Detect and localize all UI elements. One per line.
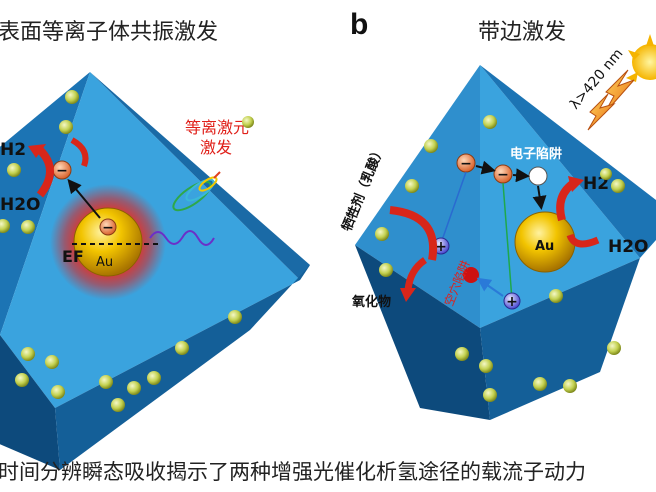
oxide-label: 氧化物: [351, 294, 391, 310]
au-label-b: Au: [535, 239, 554, 254]
panel-b-letter: b: [350, 8, 369, 41]
plasmon-excitation-label-1: 等离激元: [185, 118, 249, 137]
h2o-label-a: H2O: [0, 195, 41, 215]
h2o-label-b: H2O: [608, 237, 649, 257]
cocatalyst-particles-b: [375, 115, 625, 402]
electron-trap-label: 电子陷阱: [510, 146, 562, 162]
au-nanoparticle-a: [73, 207, 143, 277]
hole-2: [503, 292, 521, 310]
hole-sign: +: [506, 294, 518, 310]
electron-sign: −: [56, 163, 68, 179]
fermi-level-label: EF: [62, 247, 84, 266]
hot-electron-au: [99, 218, 117, 236]
light-source-icon: [587, 34, 656, 131]
h2o-to-h2-arrow: [36, 147, 54, 198]
electron-transfer-arrow: [67, 178, 101, 219]
hole-sign: +: [435, 239, 447, 255]
cocatalyst-particles-a: [0, 90, 254, 412]
plasmon-excitation-label-2: 激发: [200, 138, 232, 157]
au-label-a: Au: [96, 255, 113, 270]
electron-sign: −: [460, 156, 472, 172]
figure-caption: 时间分辨瞬态吸收揭示了两种增强光催化析氢途径的载流子动力: [0, 460, 586, 484]
electron-sign: −: [497, 167, 509, 183]
h2-label-a: H2: [0, 140, 26, 160]
sacrificial-agent-arrow: [389, 206, 438, 261]
panel-b-title: 带边激发: [478, 20, 567, 45]
hole-trap-site: [463, 267, 479, 283]
panel-a-title: 表面等离子体共振激发: [0, 20, 219, 45]
wavelength-label: λ>420 nm: [567, 46, 627, 113]
h2-label-b: H2: [583, 174, 609, 194]
plasmon-wave-icon: [149, 171, 221, 246]
electron-trap-site: [528, 166, 548, 186]
electron-sign: −: [102, 220, 114, 236]
